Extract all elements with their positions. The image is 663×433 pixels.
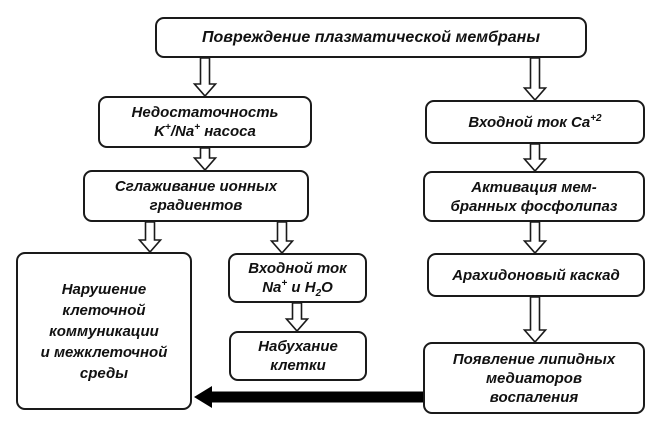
arrow-membrane-damage-to-pump-failure [192,57,218,98]
node-calcium-inflow: Входной ток Ca+2 [425,100,645,144]
node-phospholipase-activation: Активация мем-бранных фосфолипаз [423,171,645,222]
node-phospholipase-activation-text: Активация мем-бранных фосфолипаз [450,178,618,215]
node-calcium-inflow-text: Входной ток Ca+2 [468,112,602,131]
arrow-membrane-damage-to-calcium-inflow [522,57,548,102]
node-membrane-damage: Повреждение плазматической мембраны [155,17,587,58]
arrow-arachidonic-cascade-to-lipid-mediators [522,296,548,344]
node-arachidonic-cascade: Арахидоновый каскад [427,253,645,297]
arrow-gradient-smoothing-to-communication-disorder [137,221,163,254]
arrow-lipid-mediators-to-communication-disorder [194,386,423,408]
arrow-calcium-inflow-to-phospholipase-activation [522,143,548,173]
arrow-pump-failure-to-gradient-smoothing [192,147,218,172]
arrow-phospholipase-activation-to-arachidonic-cascade [522,221,548,255]
arrow-sodium-water-inflow-to-cell-swelling [284,302,310,333]
node-arachidonic-cascade-text: Арахидоновый каскад [452,266,620,284]
arrow-gradient-smoothing-to-sodium-water-inflow [269,221,295,255]
node-membrane-damage-text: Повреждение плазматической мембраны [202,29,540,46]
